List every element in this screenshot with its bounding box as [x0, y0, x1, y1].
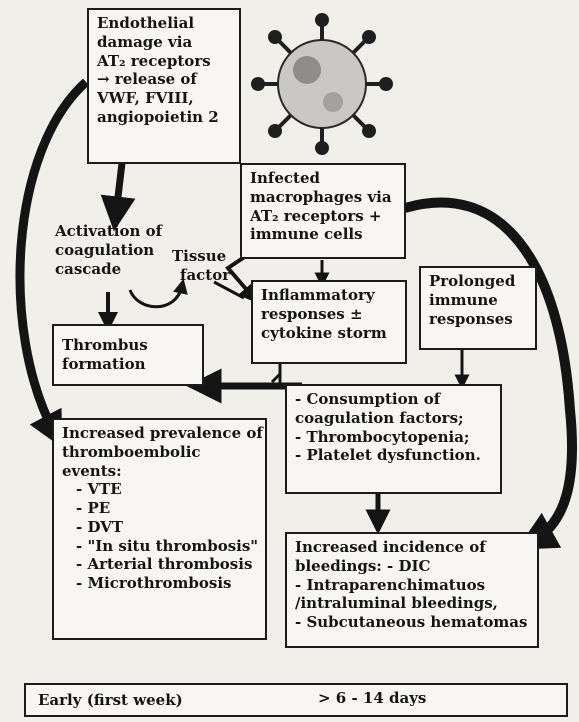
text-line: /intraluminal bleedings, [295, 594, 498, 613]
text-line: coagulation factors; [295, 408, 464, 427]
bleedings-box: Increased incidence of bleedings: - DIC … [285, 532, 539, 648]
text-line: immune cells [250, 225, 363, 244]
text-line: responses ± [261, 304, 363, 323]
thrombus-formation-box: Thrombus formation [52, 324, 204, 386]
text-line: Inflammatory [261, 286, 375, 304]
text-line: immune [429, 290, 498, 309]
text-line: cascade [55, 259, 122, 278]
text-line: thromboembolic [62, 442, 201, 461]
text-line: - Consumption of [295, 390, 441, 408]
coronavirus-illustration [251, 13, 393, 155]
activation-label: Activation of coagulation cascade [55, 222, 162, 278]
arrow-infected-to-bleedings [403, 197, 578, 550]
text-line: cytokine storm [261, 323, 387, 342]
text-line: Increased incidence of [295, 538, 486, 556]
timeline-late: > 6 - 14 days [318, 689, 427, 707]
text-line: Activation of [55, 222, 163, 240]
list-item: - PE [76, 499, 111, 517]
list-item: - "In situ thrombosis" [76, 536, 259, 555]
consumption-box: - Consumption of coagulation factors; - … [285, 384, 502, 494]
arrow-endothelial-to-activation [100, 162, 136, 232]
text-line: - Subcutaneous hematomas [295, 613, 528, 631]
timeline-early: Early (first week) [38, 691, 183, 709]
text-line: factor [180, 265, 231, 284]
text-line: coagulation [55, 240, 155, 259]
text-line: Infected [250, 169, 321, 187]
list-item: - Microthrombosis [76, 574, 232, 592]
text-line: angiopoietin 2 [97, 107, 219, 126]
text-line: macrophages via [250, 187, 392, 206]
text-line: AT₂ receptors + [250, 206, 382, 225]
infected-macrophages-box: Infected macrophages via AT₂ receptors +… [240, 163, 406, 259]
text-line: - Platelet dysfunction. [295, 446, 481, 465]
text-line: damage via [97, 32, 193, 51]
text-line: events: [62, 461, 122, 480]
text-line: - Intraparenchimatuos [295, 575, 486, 594]
text-line: Tissue [172, 247, 227, 265]
text-line: responses [429, 309, 513, 328]
text-line: formation [62, 354, 146, 373]
arc-cascade-tissue-factor [128, 278, 188, 309]
text-line: - Thrombocytopenia; [295, 427, 470, 446]
list-item: - DVT [76, 517, 123, 536]
arrow-endothelial-to-thromboembolic [15, 78, 90, 448]
text-line: AT₂ receptors [97, 51, 211, 70]
text-line: bleedings: - DIC [295, 556, 431, 575]
text-line: Prolonged [429, 272, 516, 290]
list-item: - VTE [76, 480, 122, 499]
endothelial-damage-box: Endothelial damage via AT₂ receptors → r… [87, 8, 241, 164]
text-line: → release of [97, 70, 197, 89]
thromboembolic-events-list: - VTE - PE - DVT - "In situ thrombosis" … [62, 480, 259, 593]
inflammatory-responses-box: Inflammatory responses ± cytokine storm [251, 280, 407, 364]
timeline-bar: Early (first week) > 6 - 14 days [24, 683, 568, 717]
prolonged-immune-box: Prolonged immune responses [419, 266, 537, 350]
text-line: Thrombus [62, 336, 148, 354]
thromboembolic-events-box: Increased prevalence of thromboembolic e… [52, 418, 267, 640]
text-line: Increased prevalence of [62, 424, 263, 442]
text-line: VWF, FVIII, [97, 89, 194, 107]
tissue-factor-label: Tissue factor [172, 247, 230, 285]
text-line: Endothelial [97, 14, 195, 32]
list-item: - Arterial thrombosis [76, 555, 253, 574]
